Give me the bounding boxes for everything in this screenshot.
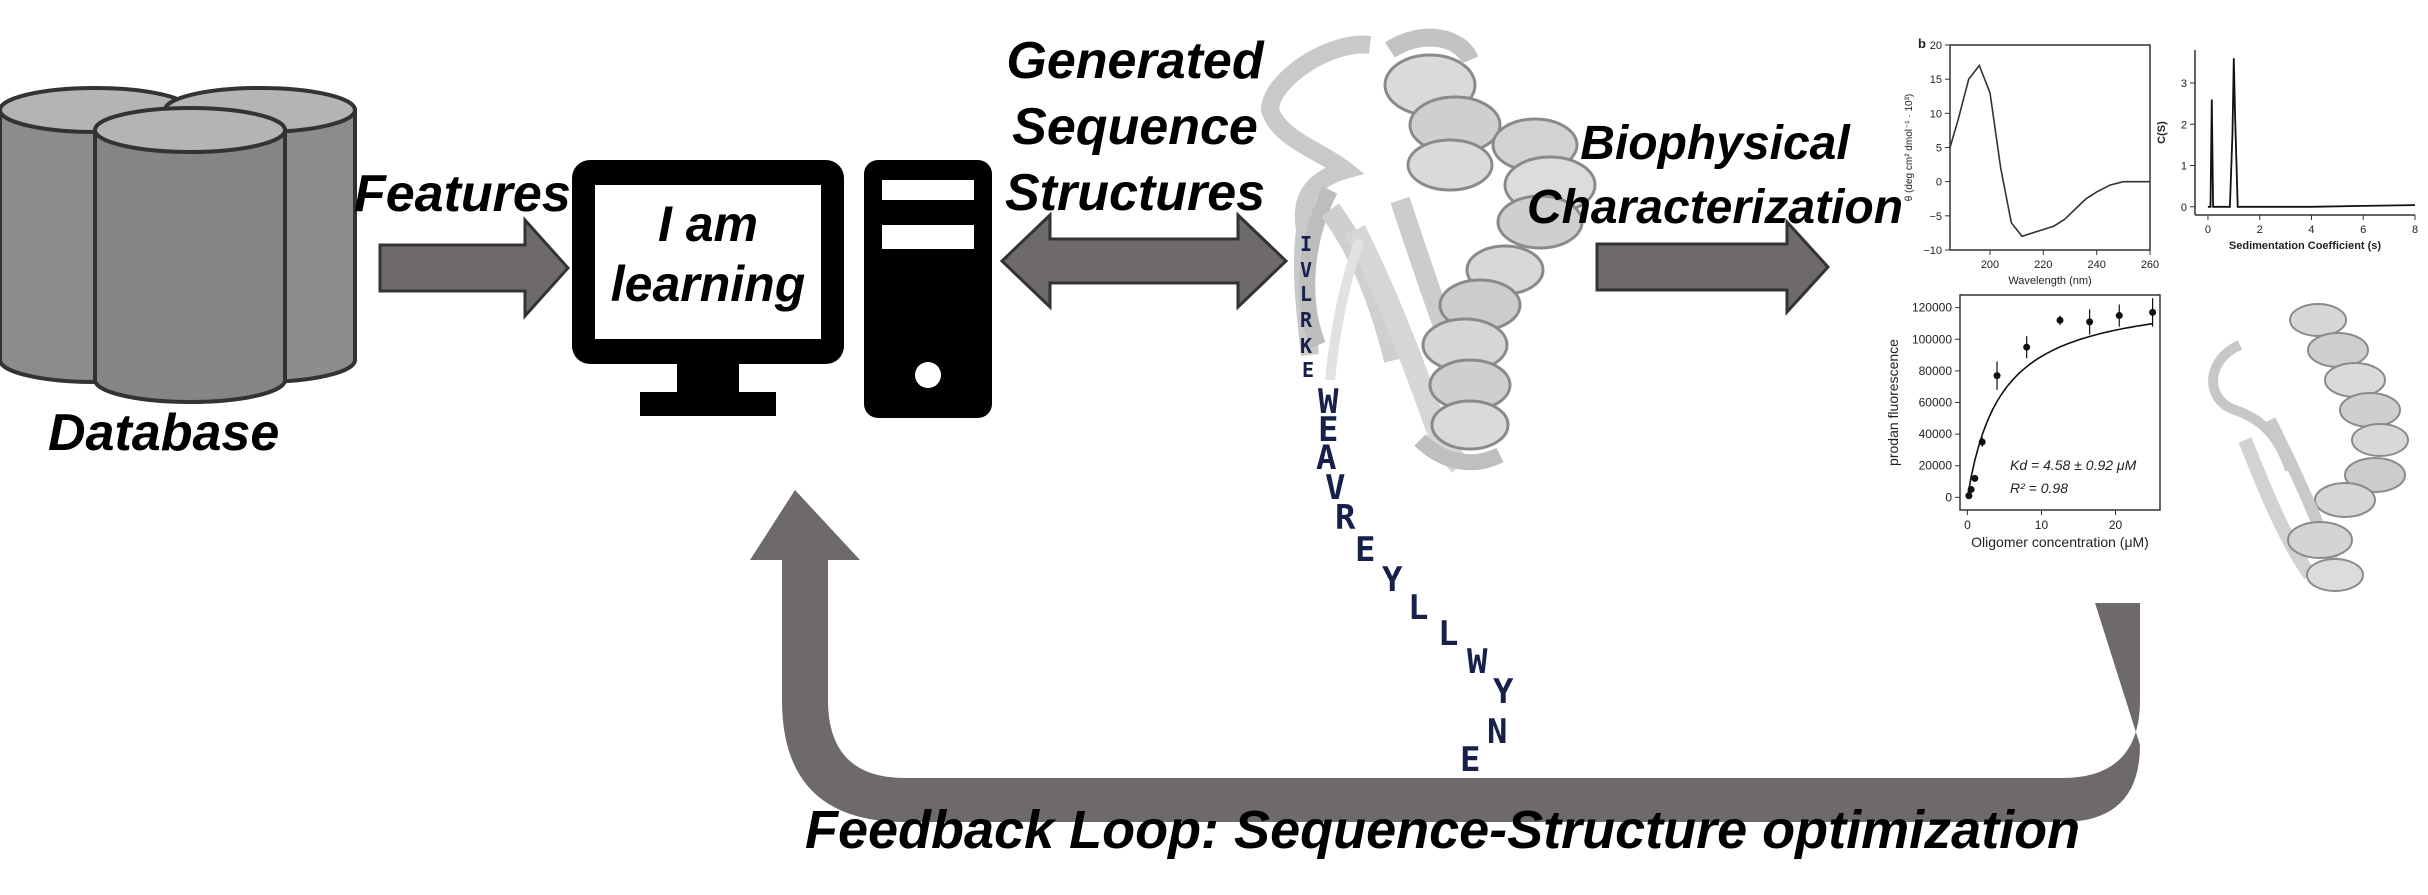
binding-ylabel: prodan fluorescence [1885,339,1901,466]
characterization-arrow [1595,218,1831,316]
sequence-letter: W [1318,382,1339,422]
sed-xtick-label: 8 [2412,224,2418,236]
sequence-letter: K [1300,334,1313,358]
generated-label-line1: Generated [1006,32,1264,90]
features-label: Features [354,165,571,223]
binding-point [1978,438,1986,446]
cd-ytick-label: −10 [1923,245,1942,257]
sed-xlabel: Sedimentation Coefficient (s) [2229,240,2382,252]
sequence-letter: A [1316,438,1337,478]
sed-xtick-label: 2 [2257,224,2263,236]
screen-text-line2: learning [610,256,806,312]
sequence-letter: Y [1382,560,1403,600]
sequence-letter: N [1487,712,1508,752]
biophysical-label-line2: Characterization [1526,181,1904,234]
binding-xtick-label: 0 [1964,518,1971,532]
cd-xtick-label: 220 [2034,259,2052,271]
sequence-letter: E [1302,358,1315,382]
cd-ytick-label: −5 [1929,211,1942,223]
sequence-letter: I [1300,232,1313,256]
binding-point [2115,312,2123,320]
cd-ytick-label: 20 [1930,40,1942,52]
binding-point [2086,318,2094,326]
binding-point [2149,308,2157,316]
sed-distribution-line [2207,58,2416,208]
sequence-letter: E [1460,740,1481,780]
binding-ytick-label: 0 [1945,490,1952,504]
computer-tower-icon [864,160,992,418]
binding-point [1971,474,1979,482]
sequence-letter: L [1438,614,1459,654]
cd-spectrum-line [1949,63,2150,238]
biophysical-label: Biophysical Characterization [1515,112,1915,240]
generated-label-line3: Structures [1004,164,1266,222]
database-cylinder-front [93,106,287,404]
biophysical-label-line1: Biophysical [1580,117,1850,170]
feedback-loop-arrow [750,490,2140,822]
binding-ytick-label: 20000 [1919,459,1953,473]
binding-xtick-label: 20 [2109,518,2123,532]
sequence-letter: V [1300,258,1313,282]
sed-ytick-label: 0 [2181,202,2187,214]
cd-plot-frame [1949,44,2151,251]
binding-point [1967,485,1975,493]
binding-kd-label: Kd = 4.58 ± 0.92 μM [2010,457,2137,473]
sed-ytick-label: 3 [2181,78,2187,90]
cd-ylabel: θ (deg cm² dmol⁻¹ · 10³) [1904,94,1915,202]
cd-ytick-label: 10 [1930,108,1942,120]
binding-point [1965,492,1973,500]
cd-xtick-label: 240 [2087,259,2105,271]
cd-ytick-label: 15 [1930,74,1942,86]
sequence-letter: E [1355,530,1376,570]
sequence-letter: R [1300,308,1313,332]
sed-ytick-label: 2 [2181,119,2187,131]
screen-text-line1: I am [657,196,759,252]
database-icon [0,86,357,404]
sequence-letter: L [1408,588,1429,628]
binding-fit-curve [1966,322,2153,498]
binding-ytick-label: 60000 [1919,396,1953,410]
cd-panel-tag: b [1918,36,1926,51]
sed-xtick-label: 4 [2308,224,2314,236]
sequence-letter: R [1335,498,1356,538]
sed-ylabel: C(S) [2156,121,2168,144]
cd-xtick-label: 260 [2141,259,2159,271]
binding-xlabel: Oligomer concentration (μM) [1971,534,2149,550]
binding-ytick-label: 40000 [1919,427,1953,441]
small-protein-image [2208,303,2409,592]
generated-label-line2: Sequence [1012,98,1258,156]
sequence-letter: E [1318,410,1339,450]
features-arrow [378,216,571,320]
sequence-letter: V [1325,468,1346,508]
binding-point [2023,343,2031,351]
binding-ytick-label: 120000 [1912,301,1952,315]
feedback-label: Feedback Loop: Sequence-Structure optimi… [805,800,2081,860]
binding-point [1993,372,2001,380]
protein-structure-image [1260,28,1597,473]
sed-ytick-label: 1 [2181,161,2187,173]
sequence-letter: L [1300,282,1313,306]
database-label: Database [48,404,280,462]
binding-r2-label: R² = 0.98 [2010,480,2068,496]
monitor-icon [572,160,844,416]
binding-point [2056,316,2064,324]
sed-xtick-label: 6 [2360,224,2366,236]
screen-text: I am learning [595,194,821,314]
sequence-letter: Y [1493,672,1514,712]
generated-label: Generated Sequence Structures [990,28,1280,226]
cd-ytick-label: 0 [1936,177,1942,189]
sequence-letter: W [1467,642,1488,682]
cd-xlabel: Wavelength (nm) [2008,275,2091,287]
binding-xtick-label: 10 [2035,518,2049,532]
binding-ytick-label: 80000 [1919,364,1953,378]
double-arrow [999,211,1289,311]
sed-xtick-label: 0 [2205,224,2211,236]
binding-ytick-label: 100000 [1912,332,1952,346]
binding-curve-chart: 0 20000 40000 60000 80000 100000 120000 0 10 20Ol… [1885,294,2161,550]
cd-ytick-label: 5 [1936,143,1942,155]
cd-xtick-label: 200 [1981,259,1999,271]
